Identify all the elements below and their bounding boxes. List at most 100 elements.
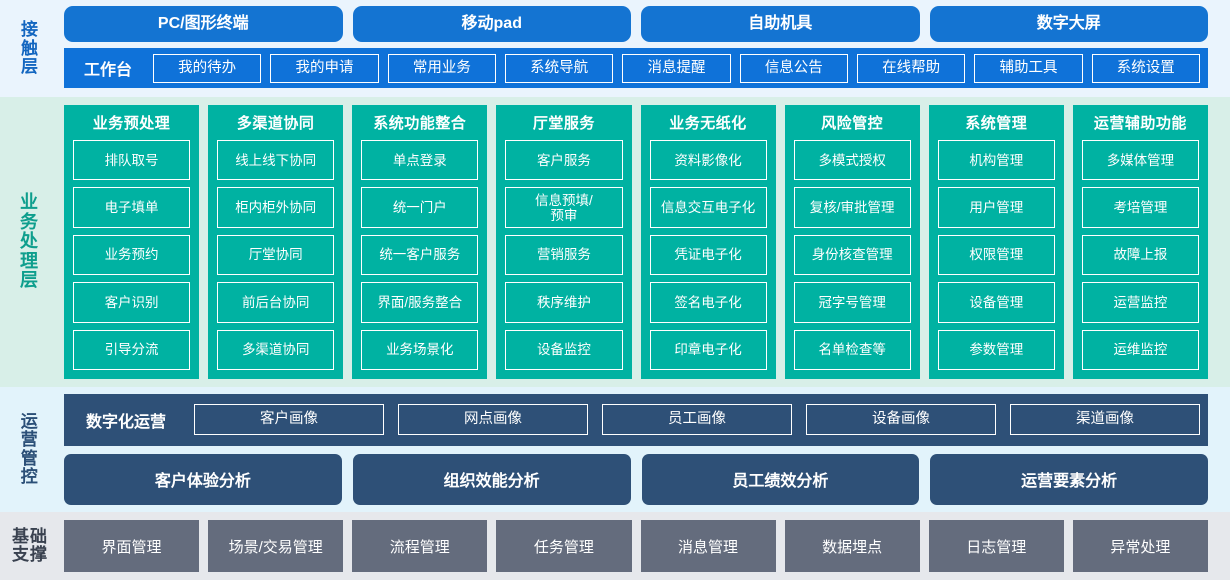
- business-column-multichannel: 多渠道协同 线上线下协同 柜内柜外协同 厅堂协同 前后台协同 多渠道协同: [208, 105, 344, 379]
- foundation-layer-body: 界面管理 场景/交易管理 流程管理 任务管理 消息管理 数据埋点 日志管理 异常…: [60, 520, 1230, 572]
- business-item[interactable]: 身份核查管理: [793, 234, 911, 276]
- business-item[interactable]: 复核/审批管理: [793, 187, 911, 228]
- foundation-items-row: 界面管理 场景/交易管理 流程管理 任务管理 消息管理 数据埋点 日志管理 异常…: [60, 520, 1230, 572]
- business-item[interactable]: 营销服务: [505, 234, 623, 276]
- business-item[interactable]: 单点登录: [361, 140, 479, 181]
- workbench-item-info-announcement[interactable]: 信息公告: [739, 53, 848, 83]
- analysis-employee-performance[interactable]: 员工绩效分析: [641, 453, 920, 505]
- business-item[interactable]: 厅堂协同: [217, 234, 335, 276]
- business-column-paperless: 业务无纸化 资料影像化 信息交互电子化 凭证电子化 签名电子化 印章电子化: [640, 105, 776, 379]
- foundation-item-process-management[interactable]: 流程管理: [352, 520, 488, 572]
- business-item[interactable]: 业务场景化: [361, 329, 479, 371]
- contact-layer-label-text: 接触层: [21, 20, 39, 77]
- business-item[interactable]: 排队取号: [73, 140, 191, 181]
- business-column-title: 业务预处理: [92, 115, 171, 132]
- workbench-item-message-reminder[interactable]: 消息提醒: [622, 53, 731, 83]
- portrait-device[interactable]: 设备画像: [806, 404, 997, 436]
- business-item[interactable]: 信息预填/ 预审: [505, 187, 623, 228]
- business-layer-label: 业务处理层: [0, 105, 60, 379]
- workbench-item-system-navigation[interactable]: 系统导航: [505, 53, 614, 83]
- business-column-items: 多模式授权 复核/审批管理 身份核查管理 冠字号管理 名单检查等: [793, 140, 911, 371]
- analysis-operational-factors[interactable]: 运营要素分析: [930, 453, 1208, 505]
- business-item[interactable]: 故障上报: [1081, 234, 1199, 276]
- business-column-operation-support: 运营辅助功能 多媒体管理 考培管理 故障上报 运营监控 运维监控: [1072, 105, 1208, 379]
- business-column-items: 单点登录 统一门户 统一客户服务 界面/服务整合 业务场景化: [361, 140, 479, 371]
- business-item[interactable]: 参数管理: [937, 329, 1055, 371]
- contact-layer-label: 接触层: [0, 6, 60, 92]
- foundation-item-message-management[interactable]: 消息管理: [640, 520, 776, 572]
- business-item[interactable]: 引导分流: [73, 329, 191, 371]
- foundation-item-ui-management[interactable]: 界面管理: [64, 520, 200, 572]
- business-item[interactable]: 运营监控: [1081, 282, 1199, 323]
- business-item[interactable]: 多渠道协同: [217, 329, 335, 371]
- business-item[interactable]: 信息交互电子化: [649, 187, 767, 228]
- channel-button-mobile-pad[interactable]: 移动pad: [352, 6, 631, 42]
- channel-button-pc[interactable]: PC/图形终端: [64, 6, 343, 42]
- workbench-item-system-settings[interactable]: 系统设置: [1091, 53, 1200, 83]
- portrait-customer[interactable]: 客户画像: [194, 404, 385, 436]
- business-column-title: 业务无纸化: [669, 115, 747, 132]
- workbench-item-common-business[interactable]: 常用业务: [387, 53, 496, 83]
- channel-row: PC/图形终端 移动pad 自助机具 数字大屏: [60, 6, 1230, 42]
- business-item[interactable]: 多模式授权: [793, 140, 911, 181]
- business-item[interactable]: 柜内柜外协同: [217, 187, 335, 228]
- business-item[interactable]: 考培管理: [1081, 187, 1199, 228]
- business-column-items: 客户服务 信息预填/ 预审 营销服务 秩序维护 设备监控: [505, 140, 623, 371]
- business-item[interactable]: 界面/服务整合: [361, 282, 479, 323]
- business-item[interactable]: 业务预约: [73, 234, 191, 276]
- business-column-title: 多渠道协同: [236, 115, 315, 132]
- business-column-title: 运营辅助功能: [1093, 115, 1187, 132]
- foundation-layer-label-line1: 基础: [12, 526, 48, 546]
- business-item[interactable]: 统一门户: [361, 187, 479, 228]
- business-column-system-integration: 系统功能整合 单点登录 统一门户 统一客户服务 界面/服务整合 业务场景化: [352, 105, 488, 379]
- business-column-items: 排队取号 电子填单 业务预约 客户识别 引导分流: [73, 140, 191, 371]
- channel-button-digital-screen[interactable]: 数字大屏: [929, 6, 1208, 42]
- business-item[interactable]: 设备监控: [505, 329, 623, 371]
- business-item[interactable]: 机构管理: [937, 140, 1055, 181]
- analysis-customer-experience[interactable]: 客户体验分析: [64, 453, 342, 505]
- business-item[interactable]: 线上线下协同: [217, 140, 335, 181]
- business-item[interactable]: 印章电子化: [649, 329, 767, 371]
- business-item[interactable]: 客户识别: [73, 282, 191, 323]
- workbench-item-online-help[interactable]: 在线帮助: [856, 53, 966, 83]
- operations-layer: 运营管控 数字化运营 客户画像 网点画像 员工画像 设备画像 渠道画像 客户体验…: [0, 387, 1230, 512]
- foundation-item-data-tracking[interactable]: 数据埋点: [784, 520, 920, 572]
- workbench-item-auxiliary-tools[interactable]: 辅助工具: [974, 53, 1083, 83]
- business-item[interactable]: 前后台协同: [217, 282, 335, 323]
- business-item[interactable]: 电子填单: [73, 187, 191, 228]
- business-item[interactable]: 客户服务: [505, 140, 623, 181]
- digital-operations-bar: 数字化运营 客户画像 网点画像 员工画像 设备画像 渠道画像: [64, 394, 1208, 446]
- operations-layer-label: 运营管控: [0, 394, 60, 505]
- business-item[interactable]: 凭证电子化: [649, 234, 767, 276]
- channel-button-self-service[interactable]: 自助机具: [641, 6, 920, 42]
- foundation-item-scene-transaction-management[interactable]: 场景/交易管理: [208, 520, 344, 572]
- foundation-item-log-management[interactable]: 日志管理: [928, 520, 1064, 572]
- business-item[interactable]: 设备管理: [937, 282, 1055, 323]
- workbench-bar: 工作台 我的待办 我的申请 常用业务 系统导航 消息提醒 信息公告 在线帮助 辅…: [64, 48, 1208, 88]
- workbench-item-my-todo[interactable]: 我的待办: [153, 53, 262, 83]
- digital-operations-title: 数字化运营: [86, 413, 167, 431]
- foundation-layer-label: 基础 支撑: [0, 520, 60, 572]
- foundation-item-exception-handling[interactable]: 异常处理: [1072, 520, 1208, 572]
- portrait-branch[interactable]: 网点画像: [398, 404, 589, 436]
- business-column-items: 机构管理 用户管理 权限管理 设备管理 参数管理: [937, 140, 1055, 371]
- business-item[interactable]: 统一客户服务: [361, 234, 479, 276]
- business-item[interactable]: 秩序维护: [505, 282, 623, 323]
- analysis-organizational-efficiency[interactable]: 组织效能分析: [352, 453, 631, 505]
- business-column-items: 线上线下协同 柜内柜外协同 厅堂协同 前后台协同 多渠道协同: [217, 140, 335, 371]
- business-item[interactable]: 用户管理: [937, 187, 1055, 228]
- business-item[interactable]: 多媒体管理: [1081, 140, 1199, 181]
- business-item[interactable]: 冠字号管理: [793, 282, 911, 323]
- business-item[interactable]: 资料影像化: [649, 140, 767, 181]
- business-item[interactable]: 运维监控: [1081, 329, 1199, 371]
- business-item[interactable]: 权限管理: [937, 234, 1055, 276]
- foundation-layer: 基础 支撑 界面管理 场景/交易管理 流程管理 任务管理 消息管理 数据埋点 日…: [0, 512, 1230, 580]
- business-item[interactable]: 签名电子化: [649, 282, 767, 323]
- workbench-item-my-application[interactable]: 我的申请: [270, 53, 379, 83]
- business-column-risk-control: 风险管控 多模式授权 复核/审批管理 身份核查管理 冠字号管理 名单检查等: [784, 105, 920, 379]
- business-item[interactable]: 名单检查等: [793, 329, 911, 371]
- foundation-item-task-management[interactable]: 任务管理: [496, 520, 632, 572]
- portrait-employee[interactable]: 员工画像: [602, 404, 793, 436]
- portrait-channel[interactable]: 渠道画像: [1010, 404, 1201, 436]
